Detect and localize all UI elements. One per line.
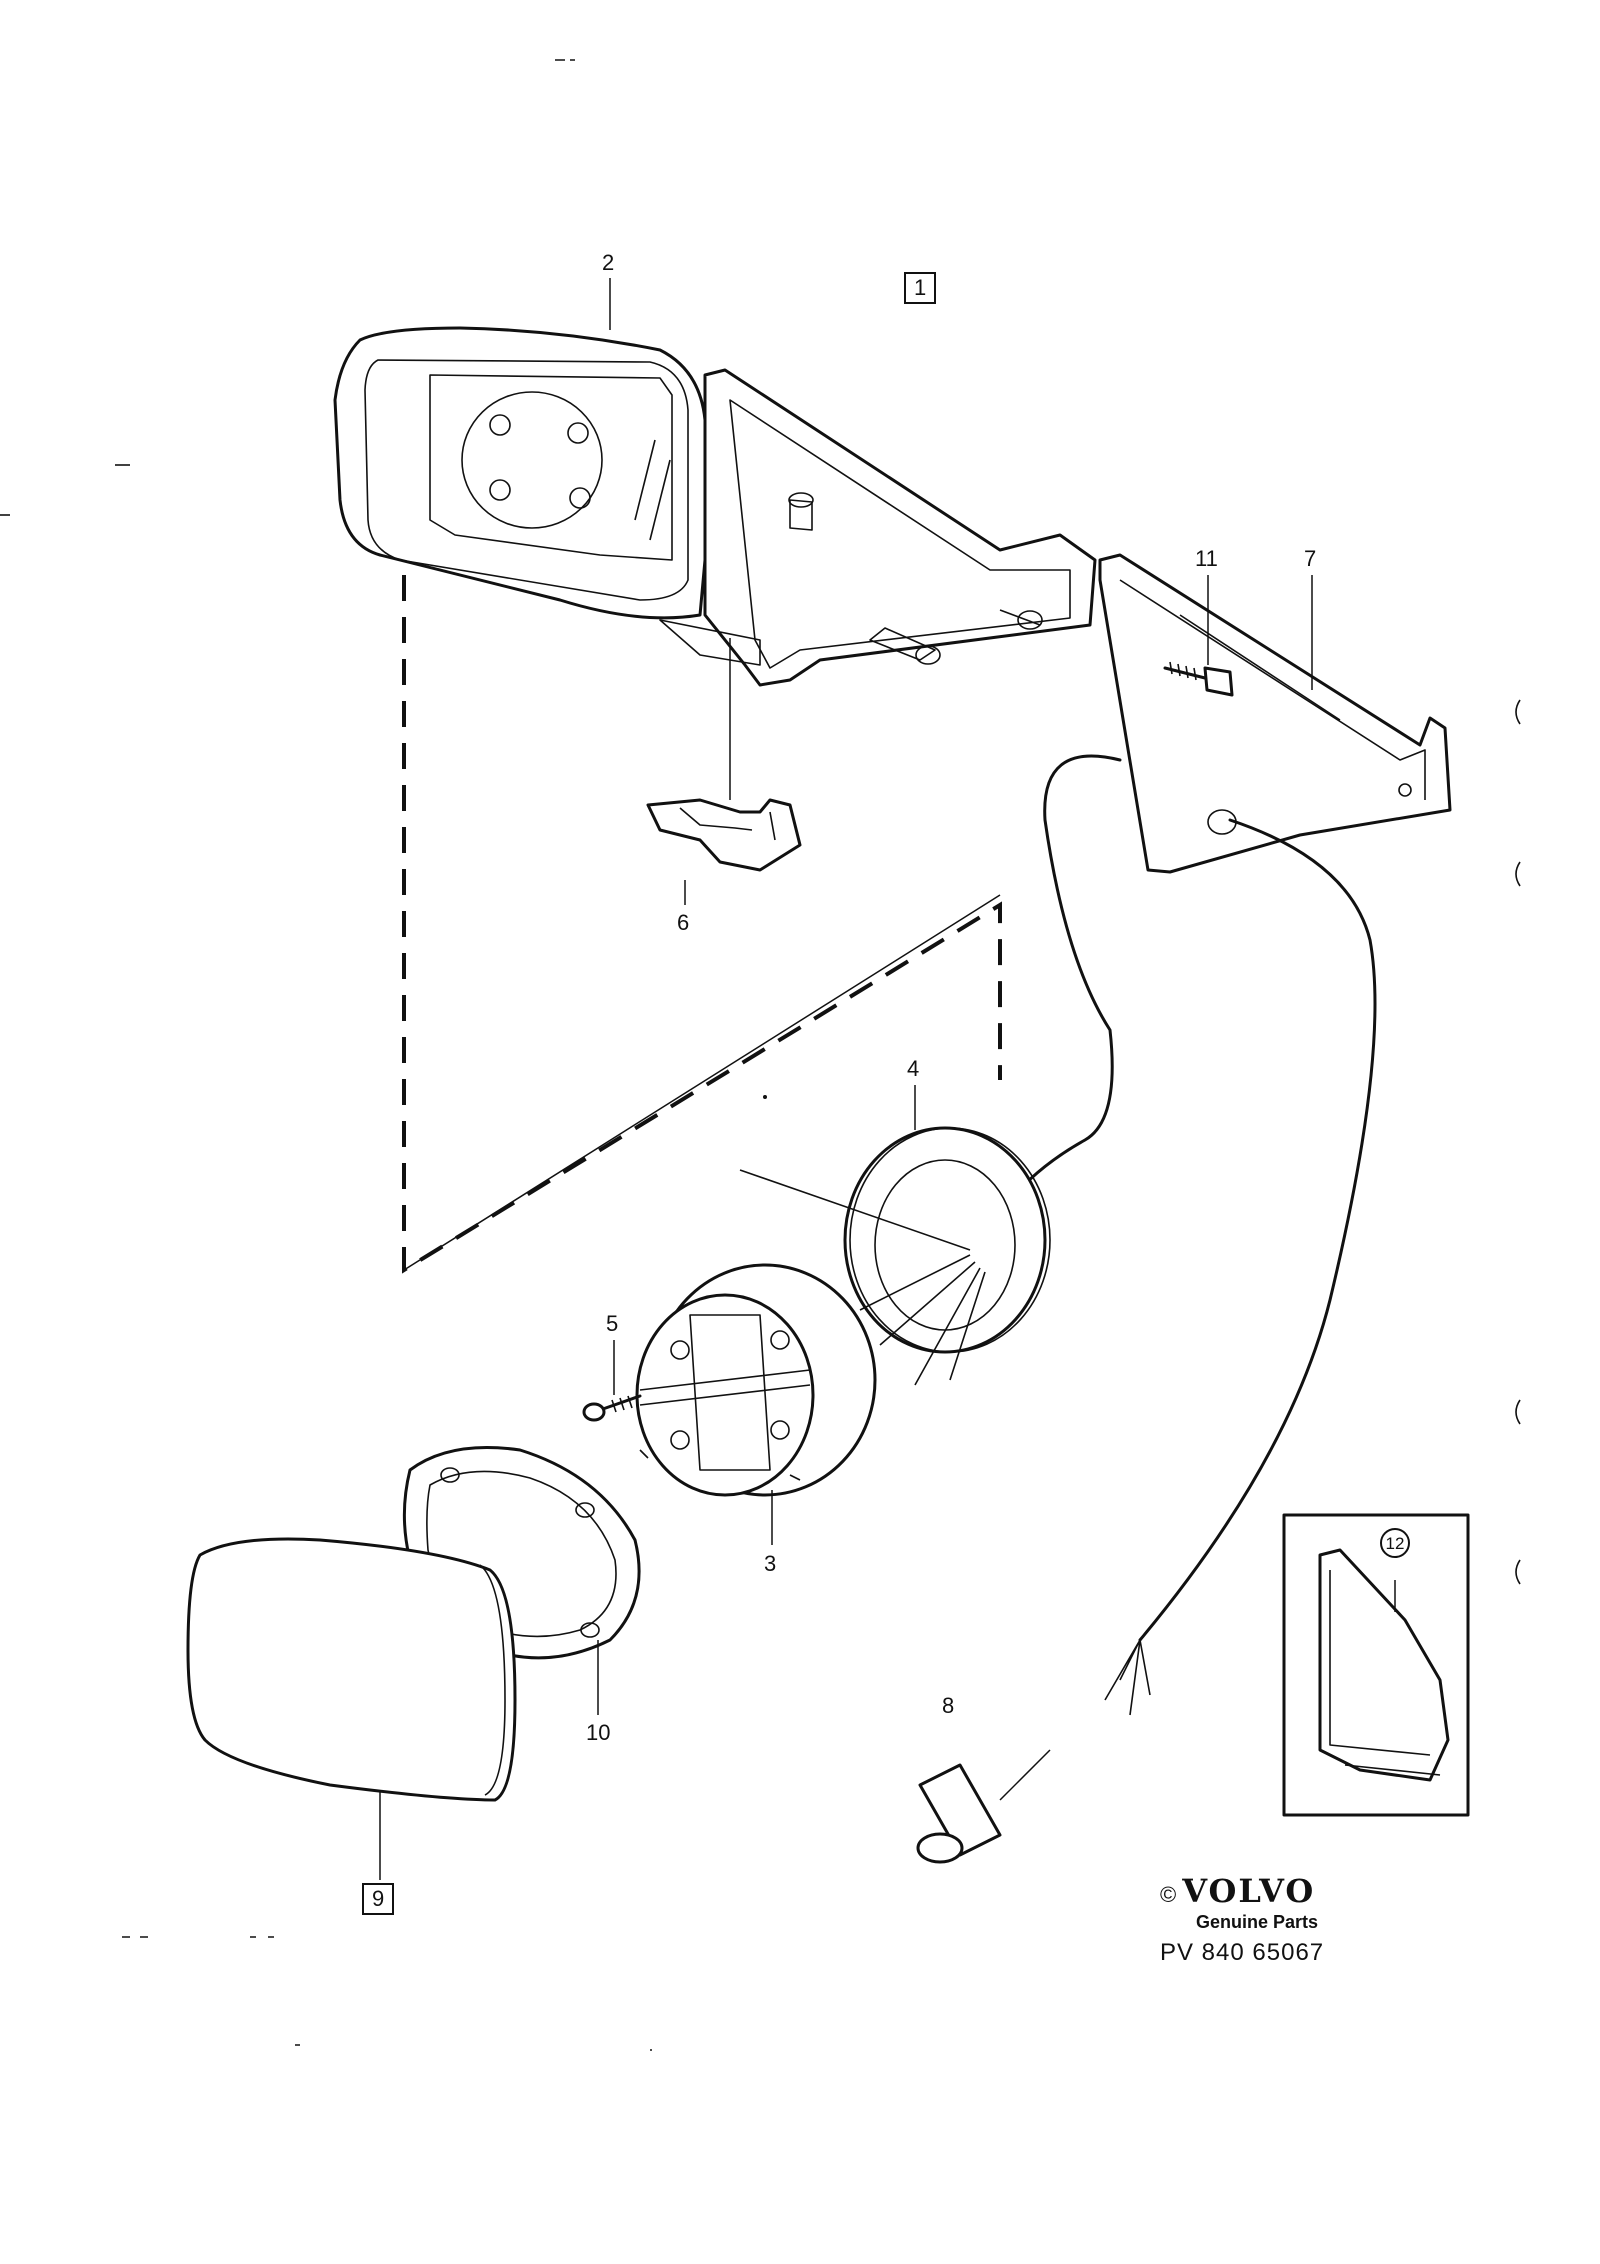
assembly-guide-thin bbox=[403, 894, 1001, 1271]
callout-9: 9 bbox=[362, 1883, 395, 1915]
callout-10: 10 bbox=[586, 1720, 611, 1745]
callout-8: 8 bbox=[942, 1693, 955, 1718]
callout-12: 12 bbox=[1380, 1528, 1410, 1558]
callout-2: 2 bbox=[602, 250, 615, 275]
bolt bbox=[1163, 661, 1234, 697]
callout-1: 1 bbox=[904, 272, 937, 304]
clip bbox=[646, 798, 802, 872]
callout-7: 7 bbox=[1304, 546, 1317, 571]
callout-6: 6 bbox=[677, 910, 690, 935]
main-cable bbox=[1138, 818, 1377, 1642]
cable-connector bbox=[916, 1749, 1051, 1864]
scan-marks bbox=[0, 59, 1521, 2051]
motor-wires bbox=[739, 1169, 986, 1386]
callout-5: 5 bbox=[606, 1311, 619, 1336]
mounting-bracket bbox=[1098, 553, 1452, 874]
brand-tagline: Genuine Parts bbox=[1196, 1912, 1319, 1932]
mirror-housing bbox=[333, 326, 707, 620]
copyright-symbol: © bbox=[1160, 1882, 1177, 1907]
callout-3: 3 bbox=[764, 1551, 777, 1576]
mirror-arm bbox=[659, 368, 1097, 687]
screw bbox=[582, 1394, 642, 1422]
motor-unit bbox=[635, 1263, 877, 1497]
volvo-logo-text: VOLVO bbox=[1182, 1872, 1316, 1910]
inset-box bbox=[1282, 1513, 1470, 1817]
leader-lines bbox=[379, 278, 1396, 1880]
motor-cable bbox=[1008, 754, 1122, 1202]
ring-gasket bbox=[843, 1126, 1051, 1354]
mirror-glass bbox=[186, 1537, 517, 1802]
brand-block: © VOLVO Genuine Parts PV 840 65067 bbox=[1160, 1872, 1324, 1967]
diagram-code: PV 840 65067 bbox=[1160, 1939, 1325, 1966]
callout-4: 4 bbox=[907, 1056, 920, 1081]
assembly-guide-line bbox=[402, 575, 1002, 1274]
callout-11: 11 bbox=[1195, 546, 1218, 571]
